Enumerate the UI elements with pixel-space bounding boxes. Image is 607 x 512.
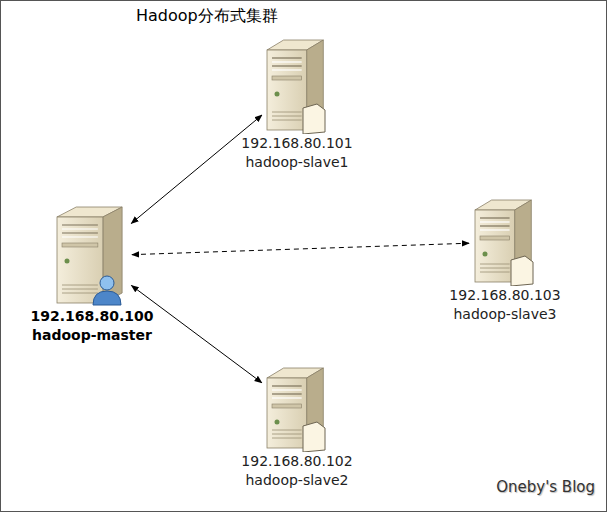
server-node: 192.168.80.102hadoop-slave2 xyxy=(237,366,356,490)
server-graphic xyxy=(265,38,329,134)
file-icon xyxy=(303,104,325,134)
ip-address: 192.168.80.103 xyxy=(445,286,564,305)
ip-address: 192.168.80.101 xyxy=(237,134,356,153)
server-graphic xyxy=(265,366,329,452)
server-node: 192.168.80.101hadoop-slave1 xyxy=(237,38,356,172)
server-graphic xyxy=(55,205,129,307)
file-icon xyxy=(511,256,533,286)
server-icon xyxy=(57,207,122,305)
host-name: hadoop-slave1 xyxy=(237,153,356,172)
server-node: 192.168.80.100hadoop-master xyxy=(26,205,157,345)
server-graphic xyxy=(473,198,537,286)
ip-address: 192.168.80.100 xyxy=(26,307,157,326)
ip-address: 192.168.80.102 xyxy=(237,452,356,471)
server-icon xyxy=(267,368,325,452)
host-name: hadoop-slave2 xyxy=(237,471,356,490)
network-link xyxy=(131,115,262,223)
server-icon xyxy=(267,40,325,134)
host-name: hadoop-slave3 xyxy=(445,305,564,324)
server-node: 192.168.80.103hadoop-slave3 xyxy=(445,198,564,324)
network-link xyxy=(132,243,469,254)
file-icon xyxy=(303,422,325,452)
watermark: Oneby's Blog xyxy=(496,478,595,496)
server-icon xyxy=(475,200,533,286)
host-name: hadoop-master xyxy=(26,326,157,345)
diagram-title: Hadoop分布式集群 xyxy=(136,6,278,27)
user-icon xyxy=(93,276,121,305)
